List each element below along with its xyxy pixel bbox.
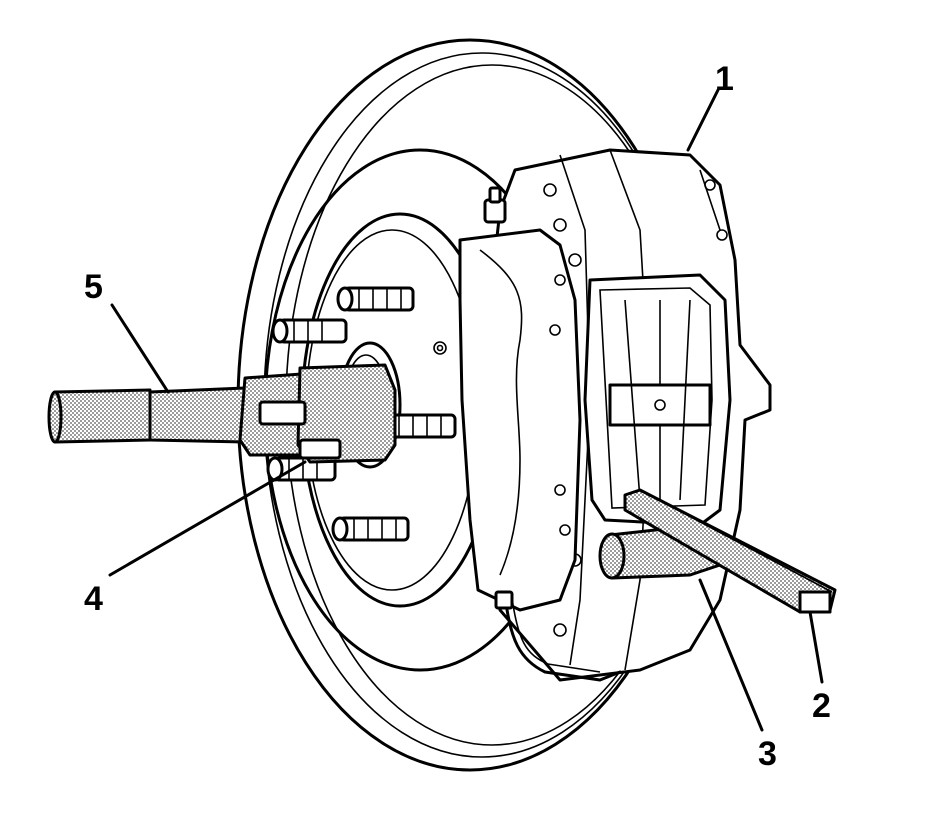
callout-4: 4 [84, 580, 103, 618]
callout-1: 1 [715, 60, 734, 98]
leader-line-1 [686, 88, 720, 152]
leader-line-2 [808, 610, 824, 684]
pry-bar [623, 488, 837, 614]
leader-lines [108, 88, 824, 732]
leader-line-3 [698, 578, 764, 732]
breaker-bar [47, 363, 397, 464]
caliper-bracket [458, 228, 582, 612]
leader-line-5 [110, 303, 170, 394]
callout-2: 2 [812, 687, 831, 725]
piston-tool [598, 523, 732, 580]
brake-line [494, 590, 622, 682]
brake-pad [583, 273, 732, 527]
bleeder-valve [483, 186, 507, 224]
callout-5: 5 [84, 268, 103, 306]
wheel-stud [266, 286, 457, 542]
callout-3: 3 [758, 735, 777, 773]
leader-line-4 [108, 460, 307, 577]
